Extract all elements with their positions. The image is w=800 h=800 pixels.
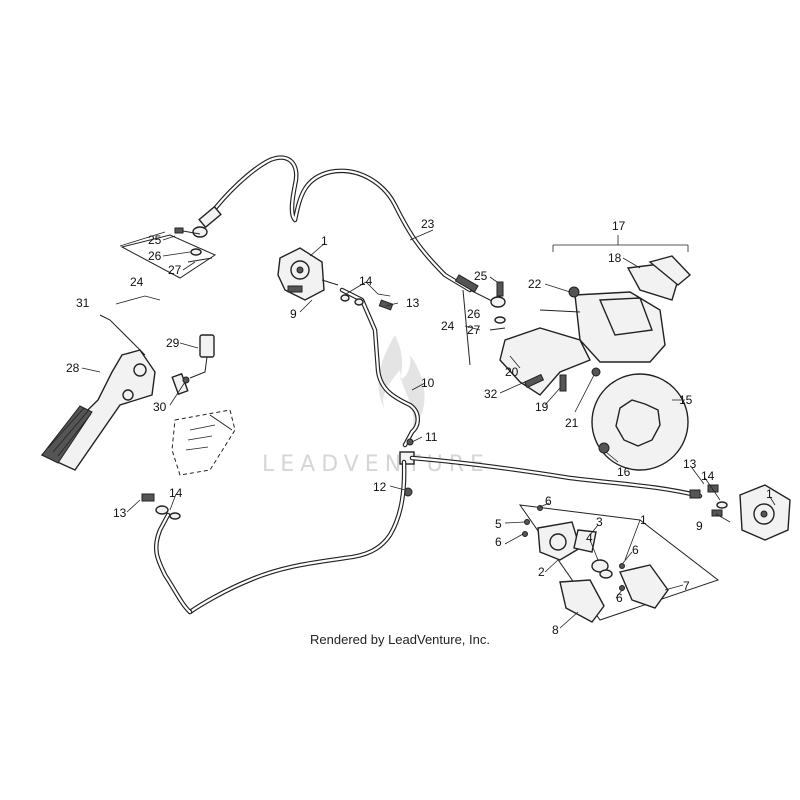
callout-25-mid: 25 <box>474 269 488 283</box>
callout-14-left: 14 <box>169 486 183 500</box>
right-caliper <box>707 484 791 541</box>
callout-13-left: 13 <box>113 506 127 520</box>
callout-30: 30 <box>153 400 167 414</box>
leader-lines <box>81 229 776 629</box>
callout-6-c: 6 <box>632 543 639 557</box>
callout-16: 16 <box>617 465 631 479</box>
left-line-fitting <box>141 493 181 520</box>
callout-10: 10 <box>421 376 435 390</box>
callout-1-right: 1 <box>766 487 773 501</box>
callout-8: 8 <box>552 623 559 637</box>
brake-disc <box>591 373 689 471</box>
callout-21: 21 <box>565 416 579 430</box>
callout-6-a: 6 <box>545 494 552 508</box>
callout-26-mid: 26 <box>467 307 481 321</box>
callout-29: 29 <box>166 336 180 350</box>
callout-3: 3 <box>596 515 603 529</box>
callout-9-top: 9 <box>290 307 297 321</box>
callout-13-right: 13 <box>683 457 697 471</box>
callout-27-mid: 27 <box>467 323 481 337</box>
callout-labels: 1 23 17 18 25 26 27 24 9 14 13 25 22 24 … <box>66 217 773 637</box>
callout-31: 31 <box>76 296 90 310</box>
lever-mount-bracket <box>171 409 236 476</box>
caliper-mount-bracket <box>499 327 601 396</box>
callout-25-left: 25 <box>148 233 162 247</box>
callout-7: 7 <box>683 579 690 593</box>
callout-6-d: 6 <box>616 591 623 605</box>
brake-line-junction <box>153 438 703 615</box>
brake-switch <box>182 334 215 384</box>
callout-28: 28 <box>66 361 80 375</box>
upper-brake-line <box>339 287 420 448</box>
callout-23: 23 <box>421 217 435 231</box>
rear-caliper-assembly <box>539 255 692 363</box>
callout-24-mid: 24 <box>441 319 455 333</box>
callout-13-top: 13 <box>406 296 420 310</box>
upper-caliper <box>277 247 339 301</box>
callout-4: 4 <box>586 531 593 545</box>
footer-credit: Rendered by LeadVenture, Inc. <box>310 632 490 647</box>
callout-18: 18 <box>608 251 622 265</box>
callout-15: 15 <box>679 393 693 407</box>
callout-6-b: 6 <box>495 535 502 549</box>
brake-cable <box>192 155 506 308</box>
callout-24-left: 24 <box>130 275 144 289</box>
watermark-text: LEADVENTURE <box>262 452 490 477</box>
callout-20: 20 <box>505 365 519 379</box>
callout-19: 19 <box>535 400 549 414</box>
callout-26-left: 26 <box>148 249 162 263</box>
callout-27-left: 27 <box>168 263 182 277</box>
mid-cable-anchor-group <box>462 281 506 366</box>
callout-5: 5 <box>495 517 502 531</box>
callout-17: 17 <box>612 219 626 233</box>
callout-1-low: 1 <box>640 513 647 527</box>
exploded-caliper-group <box>518 504 720 623</box>
callout-1-top: 1 <box>321 234 328 248</box>
callout-32: 32 <box>484 387 498 401</box>
callout-9-right: 9 <box>696 519 703 533</box>
callout-12: 12 <box>373 480 387 494</box>
left-cable-anchor-group <box>119 227 217 279</box>
hand-brake-lever <box>40 314 189 471</box>
callout-2: 2 <box>538 565 545 579</box>
callout-11: 11 <box>425 430 438 444</box>
callout-14-right: 14 <box>701 469 715 483</box>
callout-22: 22 <box>528 277 542 291</box>
callout-14-top: 14 <box>359 274 373 288</box>
